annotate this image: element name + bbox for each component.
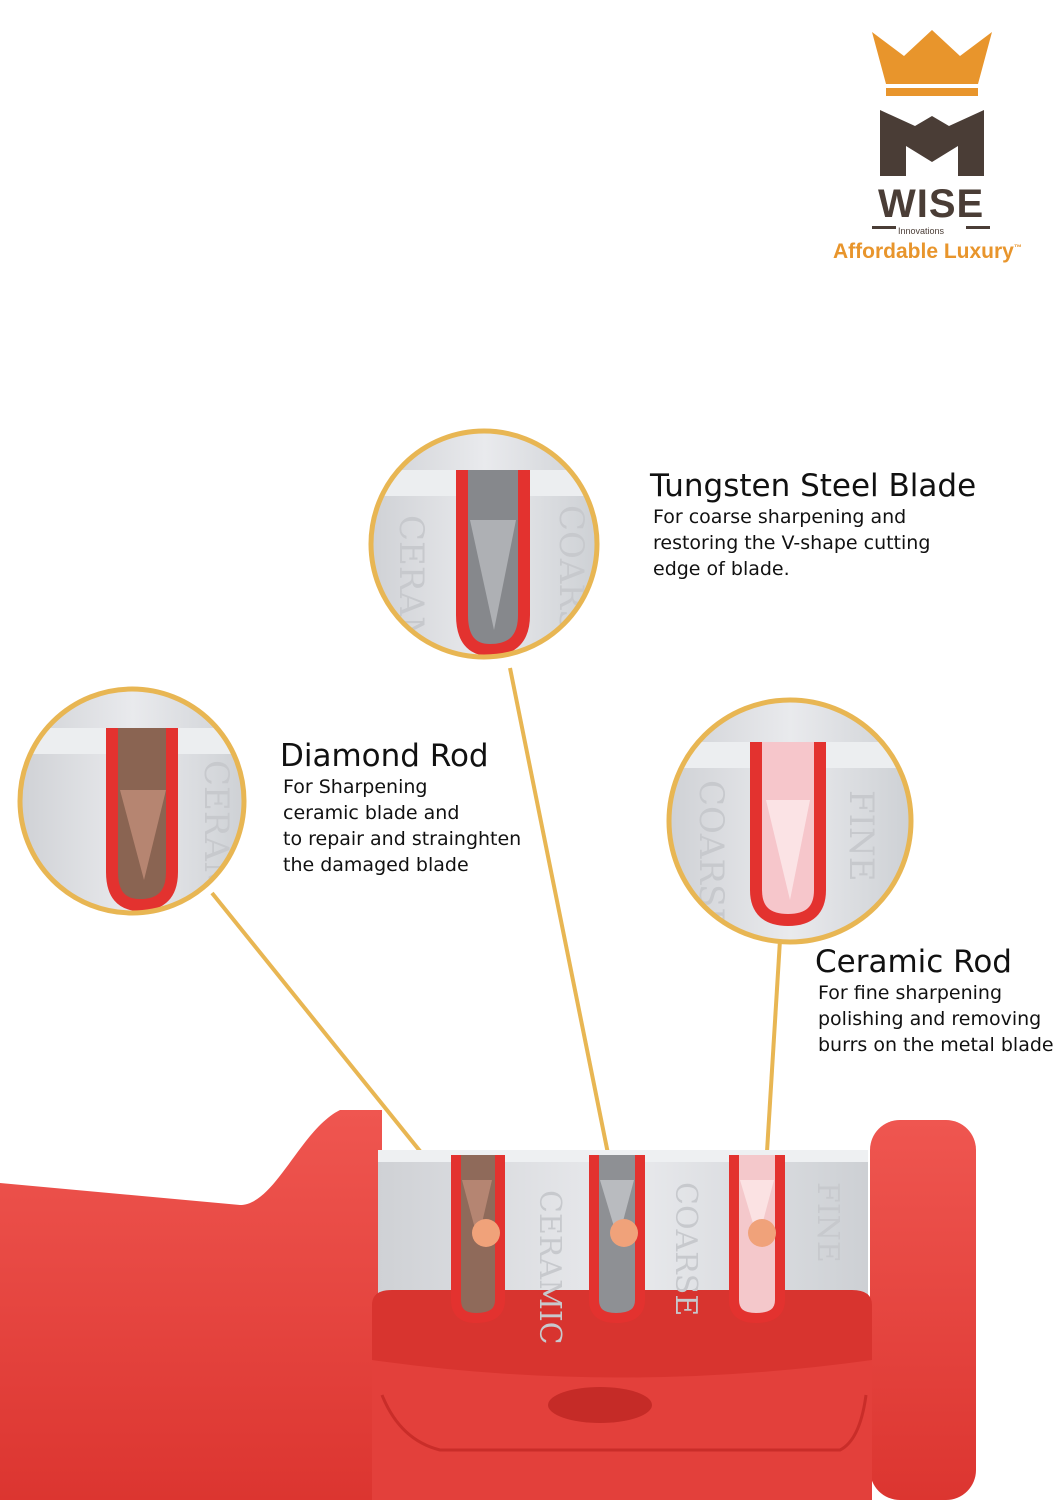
- sharpener-handle: [0, 1110, 382, 1500]
- crown-icon: [872, 30, 992, 84]
- zoom-engraving-ceramic-left: CERAMIC: [196, 760, 236, 935]
- zoom-engraving-coarse: COARSE: [551, 505, 591, 657]
- feature-description: For coarse sharpening and restoring the …: [653, 506, 931, 580]
- zoom-diamond: CERAMIC: [17, 686, 247, 935]
- brand-tagline-text: Affordable Luxury: [833, 240, 1014, 263]
- feature-ceramic: Ceramic Rod For fine sharpening polishin…: [815, 944, 1054, 1058]
- lion-emblem-icon: [880, 110, 984, 176]
- marker-diamond: [472, 1219, 500, 1247]
- sharpener-right-grip: [870, 1120, 976, 1500]
- trademark-symbol: ™: [1013, 243, 1022, 252]
- feature-diamond: Diamond Rod For Sharpening ceramic blade…: [280, 738, 521, 878]
- engraving-fine: FINE: [810, 1182, 845, 1263]
- brand-logo: [872, 30, 992, 229]
- feature-title: Tungsten Steel Blade: [650, 468, 977, 504]
- brand-name: WISE: [878, 182, 985, 226]
- feature-tungsten: Tungsten Steel Blade For coarse sharpeni…: [650, 468, 976, 582]
- engraving-ceramic: CERAMIC: [532, 1190, 567, 1345]
- marker-ceramic: [748, 1219, 776, 1247]
- zoom-engraving-ceramic: CERAMIC: [391, 515, 431, 690]
- zoom-ceramic: COARSE FINE: [666, 697, 914, 945]
- feature-description: For Sharpening ceramic blade and to repa…: [283, 776, 522, 876]
- feature-title: Diamond Rod: [280, 738, 489, 774]
- feature-title: Ceramic Rod: [815, 944, 1012, 980]
- brand-subname: Innovations: [898, 226, 945, 236]
- feature-description: For fine sharpening polishing and removi…: [818, 982, 1054, 1056]
- zoom-tungsten: CERAMIC COARSE: [368, 428, 600, 690]
- zoom-engraving-fine: FINE: [841, 790, 881, 882]
- brand-tagline: Affordable Luxury™: [833, 240, 1022, 264]
- engraving-coarse: COARSE: [668, 1182, 703, 1316]
- marker-tungsten: [610, 1219, 638, 1247]
